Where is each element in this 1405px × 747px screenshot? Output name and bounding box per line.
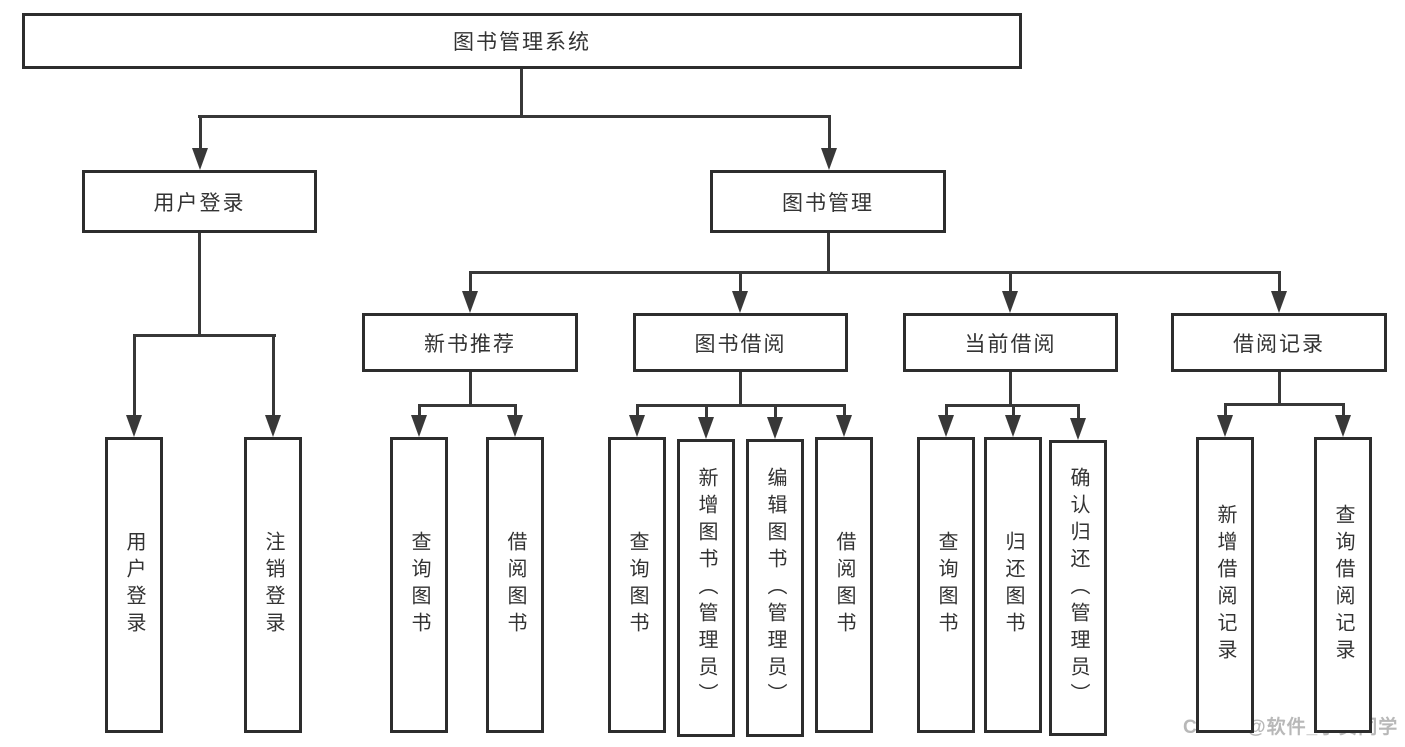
node-label: 注销登录 bbox=[262, 531, 284, 639]
arrowhead-down-icon bbox=[821, 148, 837, 170]
arrowhead-down-icon bbox=[1002, 291, 1018, 313]
connector-line bbox=[198, 115, 831, 118]
connector-line bbox=[520, 69, 523, 117]
arrow-stem bbox=[944, 405, 948, 417]
connector-line bbox=[1009, 372, 1012, 407]
connector-line bbox=[1224, 403, 1345, 406]
arrow-stem bbox=[271, 335, 275, 417]
arrow-stem bbox=[417, 405, 421, 417]
node-label: 借阅图书 bbox=[833, 531, 855, 639]
arrow-stem bbox=[1076, 405, 1080, 420]
arrow-stem bbox=[827, 117, 831, 150]
arrowhead-down-icon bbox=[938, 415, 954, 437]
node-label: 新书推荐 bbox=[424, 332, 516, 356]
node-label: 新增借阅记录 bbox=[1214, 504, 1236, 666]
arrowhead-down-icon bbox=[1335, 415, 1351, 437]
node-label: 借阅记录 bbox=[1233, 332, 1325, 356]
node-root: 图书管理系统 bbox=[22, 13, 1022, 69]
arrow-stem bbox=[635, 405, 639, 417]
connector-line bbox=[739, 372, 742, 407]
connector-line bbox=[198, 233, 201, 336]
node-book-borrowing: 图书借阅 bbox=[633, 313, 848, 372]
node-label: 当前借阅 bbox=[964, 332, 1057, 356]
arrow-stem bbox=[198, 117, 202, 150]
node-label: 新增图书（管理员） bbox=[695, 466, 717, 710]
arrowhead-down-icon bbox=[836, 415, 852, 437]
arrowhead-down-icon bbox=[192, 148, 208, 170]
node-leaf-borrow-books-recommend: 借阅图书 bbox=[486, 437, 544, 733]
node-label: 查询图书 bbox=[626, 531, 648, 639]
node-leaf-borrow-books: 借阅图书 bbox=[815, 437, 873, 733]
node-label: 用户登录 bbox=[123, 531, 145, 639]
arrow-stem bbox=[513, 405, 517, 417]
node-label: 查询图书 bbox=[408, 531, 430, 639]
arrowhead-down-icon bbox=[462, 291, 478, 313]
arrow-stem bbox=[704, 405, 708, 419]
arrow-stem bbox=[1277, 272, 1281, 293]
node-leaf-query-books-borrowing: 查询图书 bbox=[608, 437, 666, 733]
connector-line bbox=[636, 404, 846, 407]
node-label: 借阅图书 bbox=[504, 531, 526, 639]
node-label: 归还图书 bbox=[1002, 531, 1024, 639]
node-label: 确认归还（管理员） bbox=[1067, 466, 1089, 710]
connector-line bbox=[469, 271, 1281, 274]
arrowhead-down-icon bbox=[732, 291, 748, 313]
node-label: 查询图书 bbox=[935, 531, 957, 639]
node-leaf-user-login: 用户登录 bbox=[105, 437, 163, 733]
arrow-stem bbox=[132, 335, 136, 417]
node-label: 查询借阅记录 bbox=[1332, 504, 1354, 666]
node-leaf-add-borrow-record: 新增借阅记录 bbox=[1196, 437, 1254, 733]
node-leaf-return-books: 归还图书 bbox=[984, 437, 1042, 733]
node-label: 编辑图书（管理员） bbox=[764, 466, 786, 710]
node-current-borrowing: 当前借阅 bbox=[903, 313, 1118, 372]
node-leaf-edit-books-admin: 编辑图书（管理员） bbox=[746, 439, 804, 737]
arrowhead-down-icon bbox=[698, 417, 714, 439]
node-new-book-recommend: 新书推荐 bbox=[362, 313, 578, 372]
node-leaf-query-borrow-record: 查询借阅记录 bbox=[1314, 437, 1372, 733]
arrowhead-down-icon bbox=[411, 415, 427, 437]
node-leaf-add-books-admin: 新增图书（管理员） bbox=[677, 439, 735, 737]
arrowhead-down-icon bbox=[767, 417, 783, 439]
node-label: 图书借阅 bbox=[694, 332, 787, 356]
arrowhead-down-icon bbox=[1271, 291, 1287, 313]
arrowhead-down-icon bbox=[629, 415, 645, 437]
node-book-management: 图书管理 bbox=[710, 170, 946, 233]
arrow-stem bbox=[773, 405, 777, 419]
arrow-stem bbox=[1341, 404, 1345, 417]
node-leaf-logout: 注销登录 bbox=[244, 437, 302, 733]
arrow-stem bbox=[468, 272, 472, 293]
node-user-login: 用户登录 bbox=[82, 170, 317, 233]
node-leaf-query-books-current: 查询图书 bbox=[917, 437, 975, 733]
node-leaf-confirm-return-admin: 确认归还（管理员） bbox=[1049, 440, 1107, 736]
arrow-stem bbox=[738, 272, 742, 293]
arrowhead-down-icon bbox=[1070, 418, 1086, 440]
arrow-stem bbox=[842, 405, 846, 417]
connector-line bbox=[469, 372, 472, 407]
node-label: 图书管理系统 bbox=[453, 31, 591, 54]
arrow-stem bbox=[1011, 405, 1015, 417]
node-label: 用户登录 bbox=[153, 191, 246, 215]
node-leaf-query-books-recommend: 查询图书 bbox=[390, 437, 448, 733]
node-label: 图书管理 bbox=[782, 191, 874, 215]
node-borrowing-records: 借阅记录 bbox=[1171, 313, 1387, 372]
connector-line bbox=[133, 334, 276, 337]
arrowhead-down-icon bbox=[126, 415, 142, 437]
arrowhead-down-icon bbox=[265, 415, 281, 437]
arrowhead-down-icon bbox=[1005, 415, 1021, 437]
arrowhead-down-icon bbox=[1217, 415, 1233, 437]
arrow-stem bbox=[1008, 272, 1012, 293]
connector-line bbox=[418, 404, 517, 407]
arrowhead-down-icon bbox=[507, 415, 523, 437]
arrow-stem bbox=[1223, 404, 1227, 417]
connector-line bbox=[1278, 372, 1281, 406]
connector-line bbox=[827, 233, 830, 274]
